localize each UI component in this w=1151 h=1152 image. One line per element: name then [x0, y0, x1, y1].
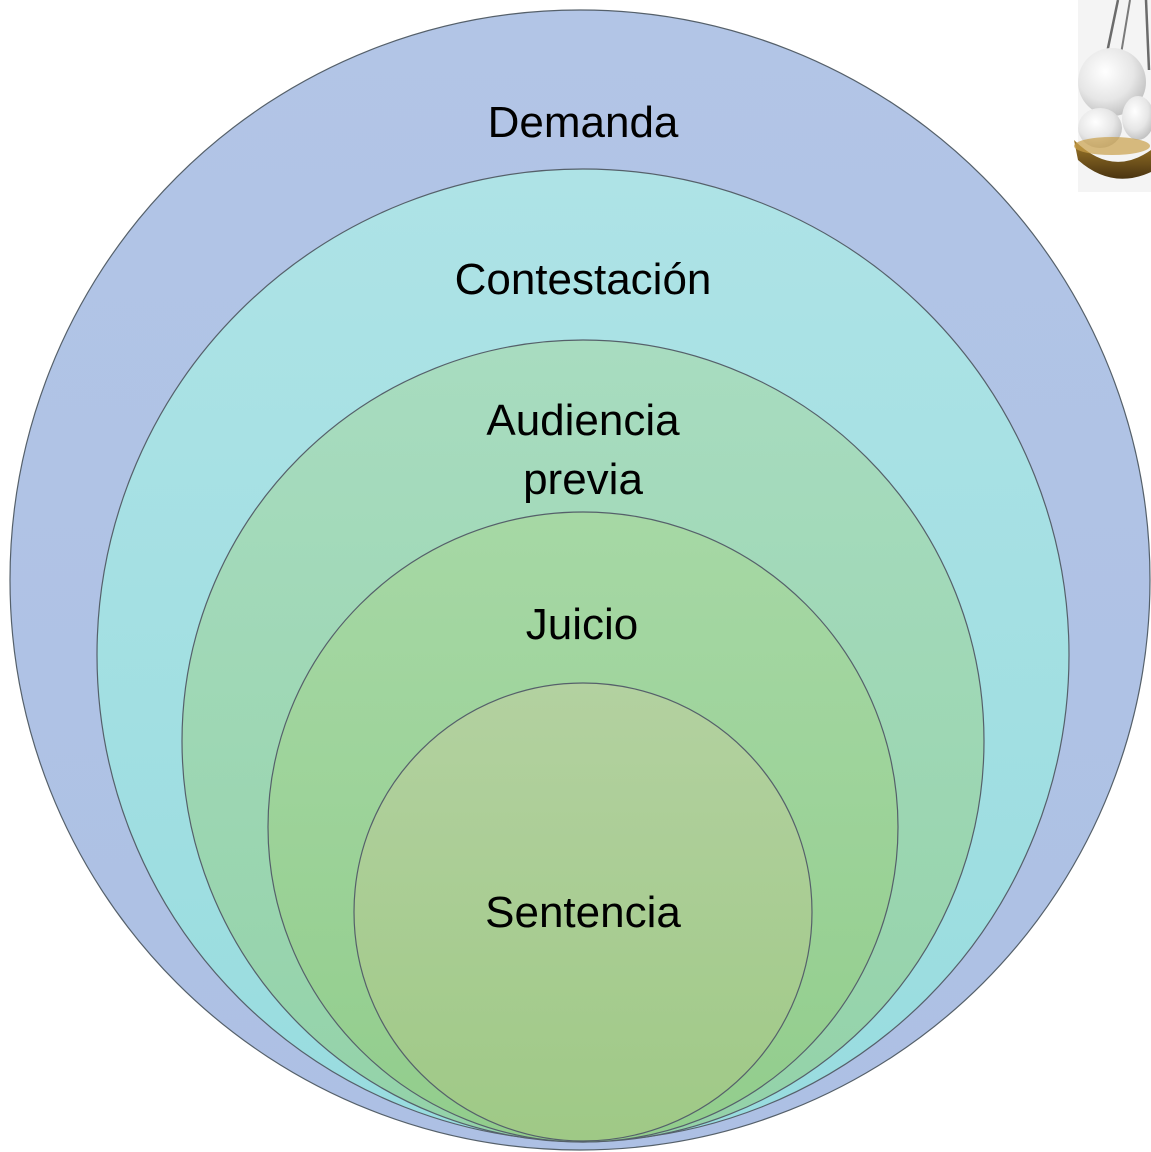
stage-sentencia: Sentencia: [353, 682, 813, 1142]
stage-circle-sentencia: [353, 682, 813, 1142]
3d-figure-on-scale-icon: [1074, 0, 1151, 192]
stage-label-juicio: Juicio: [526, 600, 639, 649]
stage-label-audiencia-line1: Audiencia: [486, 396, 680, 445]
stage-label-audiencia-line2: previa: [523, 455, 643, 504]
stage-label-demanda: Demanda: [488, 98, 679, 147]
stage-label-contestacion: Contestación: [455, 255, 712, 304]
stage-label-sentencia: Sentencia: [485, 888, 681, 937]
